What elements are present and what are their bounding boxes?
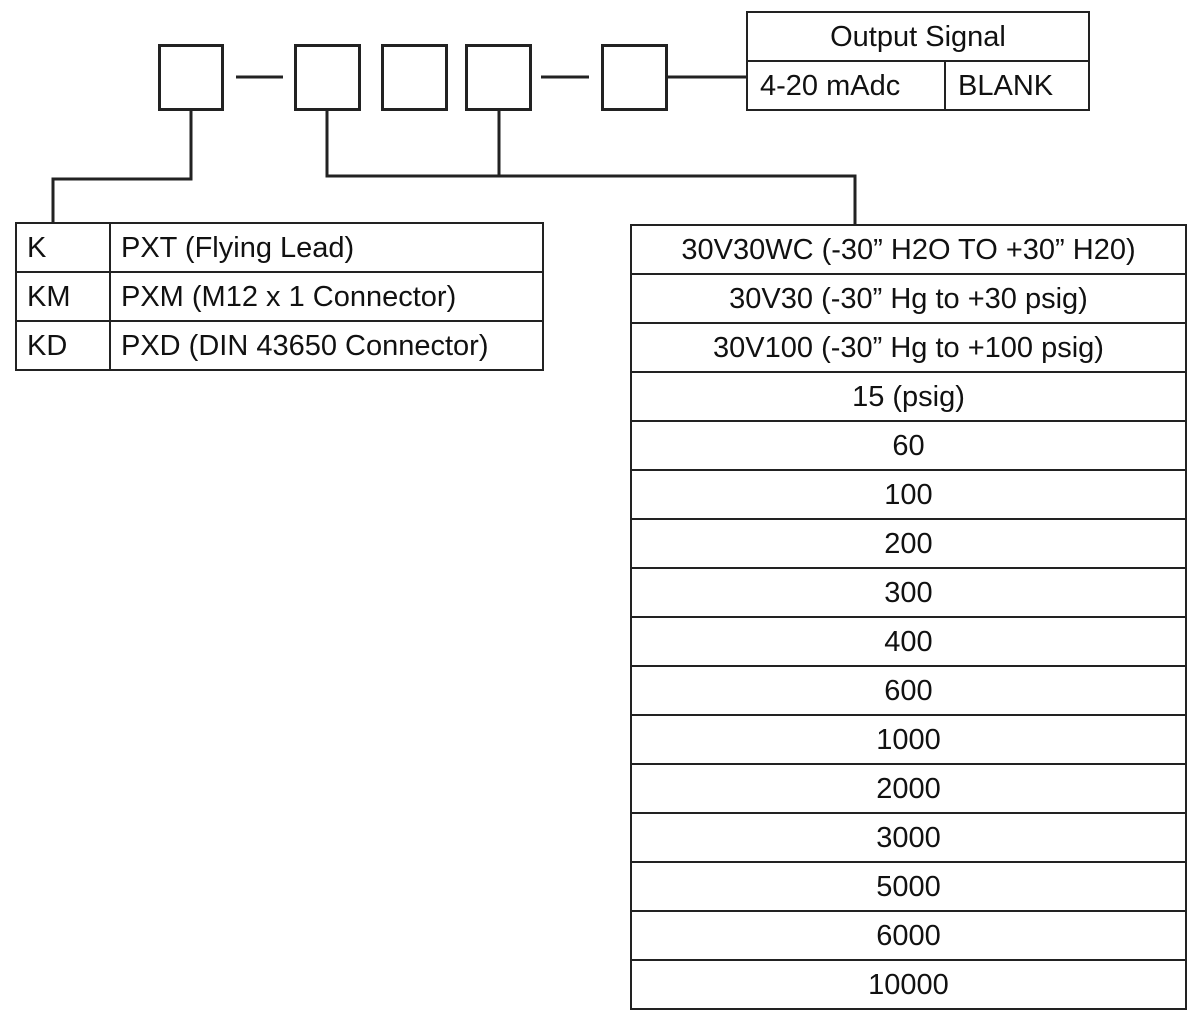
range-value: 60	[630, 420, 1187, 471]
output-signal-header-row: Output Signal	[746, 11, 1090, 62]
output-signal-header: Output Signal	[746, 11, 1090, 62]
connection-code: K	[15, 222, 111, 273]
connection-description: PXM (M12 x 1 Connector)	[109, 271, 544, 322]
range-value: 15 (psig)	[630, 371, 1187, 422]
range-value: 3000	[630, 812, 1187, 863]
connection-description: PXD (DIN 43650 Connector)	[109, 320, 544, 371]
range-row: 30V30WC (-30” H2O TO +30” H20)	[630, 224, 1187, 275]
range-value: 400	[630, 616, 1187, 667]
range-row: 200	[630, 518, 1187, 569]
range-row: 60	[630, 420, 1187, 471]
range-row: 5000	[630, 861, 1187, 912]
connection-row: KM PXM (M12 x 1 Connector)	[15, 271, 544, 322]
range-row: 6000	[630, 910, 1187, 961]
range-row: 300	[630, 567, 1187, 618]
range-value: 5000	[630, 861, 1187, 912]
output-signal-options-row: 4-20 mAdc BLANK	[746, 60, 1090, 111]
range-value: 1000	[630, 714, 1187, 765]
code-box-range-1	[294, 44, 361, 111]
output-option: BLANK	[944, 60, 1090, 111]
code-box-connection	[158, 44, 224, 111]
range-value: 100	[630, 469, 1187, 520]
connection-description: PXT (Flying Lead)	[109, 222, 544, 273]
range-value: 6000	[630, 910, 1187, 961]
range-row: 15 (psig)	[630, 371, 1187, 422]
output-signal-table: Output Signal 4-20 mAdc BLANK	[746, 11, 1090, 111]
range-value: 300	[630, 567, 1187, 618]
output-option: 4-20 mAdc	[746, 60, 946, 111]
range-row: 30V100 (-30” Hg to +100 psig)	[630, 322, 1187, 373]
range-row: 1000	[630, 714, 1187, 765]
code-box-output	[601, 44, 668, 111]
range-value: 200	[630, 518, 1187, 569]
pressure-range-table: 30V30WC (-30” H2O TO +30” H20) 30V30 (-3…	[630, 224, 1187, 1010]
range-row: 400	[630, 616, 1187, 667]
connection-row: K PXT (Flying Lead)	[15, 222, 544, 273]
range-row: 10000	[630, 959, 1187, 1010]
range-value: 30V100 (-30” Hg to +100 psig)	[630, 322, 1187, 373]
range-row: 2000	[630, 763, 1187, 814]
range-value: 10000	[630, 959, 1187, 1010]
range-value: 30V30 (-30” Hg to +30 psig)	[630, 273, 1187, 324]
range-value: 2000	[630, 763, 1187, 814]
range-row: 30V30 (-30” Hg to +30 psig)	[630, 273, 1187, 324]
range-row: 600	[630, 665, 1187, 716]
range-row: 100	[630, 469, 1187, 520]
connection-row: KD PXD (DIN 43650 Connector)	[15, 320, 544, 371]
code-box-range-3	[465, 44, 532, 111]
range-value: 600	[630, 665, 1187, 716]
range-row: 3000	[630, 812, 1187, 863]
range-value: 30V30WC (-30” H2O TO +30” H20)	[630, 224, 1187, 275]
connection-code: KM	[15, 271, 111, 322]
connection-code: KD	[15, 320, 111, 371]
code-box-range-2	[381, 44, 448, 111]
connection-options-table: K PXT (Flying Lead) KM PXM (M12 x 1 Conn…	[15, 222, 544, 371]
